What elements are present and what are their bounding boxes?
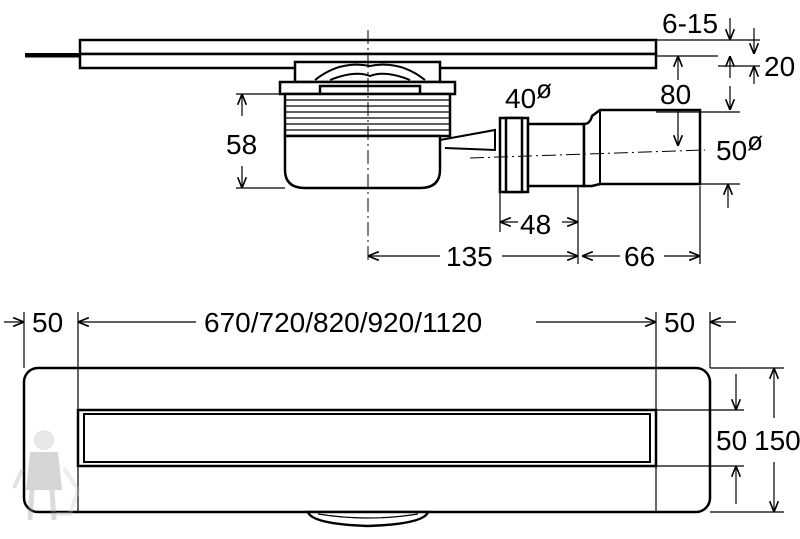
trap-bowl — [283, 134, 442, 190]
dim-channel-lengths: 670/720/820/920/1120 — [204, 307, 482, 338]
dim-frame-height: 20 — [764, 51, 795, 82]
dim-grate-height: 6-15 — [662, 8, 718, 39]
dim-channel-width: 50 — [716, 425, 747, 456]
dim-outlet-diameter-large: 50ø — [716, 126, 763, 166]
dim-trap-depth: 80 — [660, 79, 691, 110]
channel-grate — [76, 408, 658, 468]
top-view: 50 670/720/820/920/1120 50 50 150 — [4, 307, 800, 528]
plumber-watermark-logo — [12, 430, 81, 521]
dim-right-margin: 50 — [664, 307, 695, 338]
dim-pipe-length: 66 — [624, 241, 655, 272]
dim-outlet-diameter-small: 40ø — [505, 74, 552, 114]
dim-left-margin: 50 — [32, 307, 63, 338]
dim-spigot-length: 48 — [520, 209, 551, 240]
dim-overall-width: 150 — [754, 425, 800, 456]
dim-center-to-spigot: 135 — [446, 241, 493, 272]
outlet-pipe-small — [526, 122, 586, 188]
dim-body-height: 58 — [226, 129, 257, 160]
side-view: 6-15 20 80 40ø 58 50ø 48 135 — [25, 8, 795, 272]
drain-body-underneath — [306, 510, 430, 528]
